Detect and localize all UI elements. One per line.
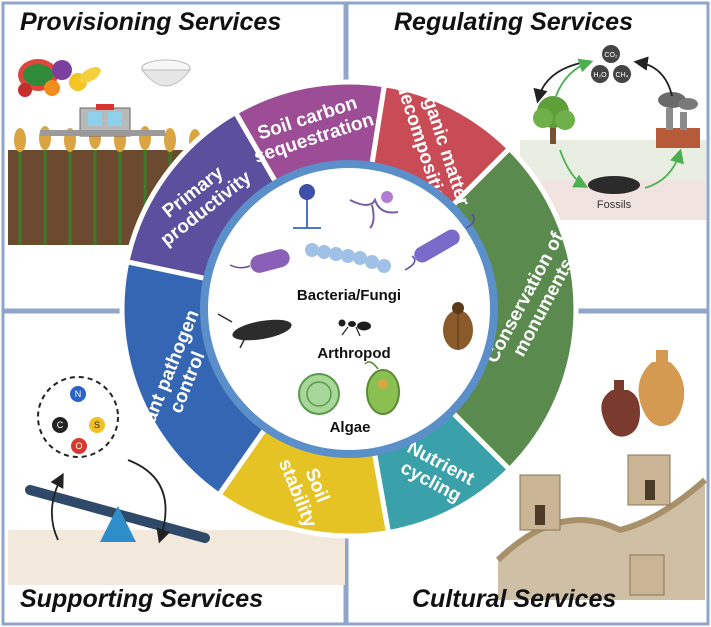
streptococcus-icon	[305, 243, 391, 273]
cultural-illustration	[495, 350, 707, 600]
fruit-basket-icon	[18, 59, 101, 97]
svg-text:CH₄: CH₄	[616, 72, 629, 79]
factory-icon	[656, 92, 700, 148]
beetle-icon	[443, 302, 473, 350]
wall-walkway	[495, 477, 707, 563]
arrow-to-fossils	[559, 149, 589, 188]
atom-o: O	[71, 438, 87, 454]
atom-s: S	[89, 417, 105, 433]
amphora-icon-1	[601, 380, 640, 437]
seesaw-icon	[25, 485, 210, 543]
algae-label: Algae	[330, 419, 371, 436]
fungus-icon	[293, 184, 321, 229]
svg-text:O: O	[75, 441, 82, 451]
seesaw-arrow-down	[127, 459, 171, 544]
green-alga-icon	[364, 361, 400, 415]
cultural-title: Cultural Services	[412, 585, 617, 613]
arrow-tree-uptake	[555, 58, 594, 97]
rice-bowl-icon	[140, 59, 192, 87]
center-disc	[204, 164, 494, 454]
springtail-icon	[217, 313, 292, 349]
watchtower-3	[629, 554, 665, 596]
regulating-title: Regulating Services	[394, 8, 633, 36]
svg-text:H₂O: H₂O	[593, 72, 607, 79]
provisioning-title: Provisioning Services	[20, 8, 282, 36]
element-cluster-ring	[37, 376, 119, 458]
bacterium-icon-2	[404, 213, 475, 271]
seesaw-arrow-up	[50, 472, 64, 541]
ch4-icon: CH₄	[613, 65, 631, 83]
center-organisms: Bacteria/Fungi Arthropod Algae	[217, 184, 475, 436]
co2-icon: CO₂	[602, 45, 620, 63]
tractor-icon	[40, 104, 165, 137]
arthropod-label: Arthropod	[317, 345, 390, 362]
amphora-icon-2	[638, 350, 685, 427]
hyphae-icon	[349, 191, 399, 229]
arrow-from-factory	[633, 56, 673, 97]
tree-icon	[533, 96, 575, 144]
regulating-illustration: CO₂ H₂O CH₄ Fossils	[520, 45, 706, 220]
svg-text:N: N	[75, 389, 82, 399]
diatom-icon	[298, 373, 340, 415]
arrow-fossils-to-factory	[644, 148, 684, 189]
supporting-title: Supporting Services	[20, 585, 264, 613]
svg-text:S: S	[94, 420, 100, 430]
svg-text:CO₂: CO₂	[604, 52, 618, 59]
bacterium-icon-1	[229, 249, 290, 273]
center-disc-border	[200, 160, 498, 458]
ant-icon	[338, 319, 371, 337]
svg-text:C: C	[57, 420, 64, 430]
atom-n: N	[70, 386, 86, 402]
h2o-icon: H₂O	[591, 65, 609, 83]
atom-c: C	[52, 417, 68, 433]
fossils-label: Fossils	[597, 199, 632, 211]
element-atoms: N C S O	[52, 386, 105, 454]
fossil-deposit-icon	[588, 176, 640, 194]
sand-ground	[8, 530, 345, 585]
supporting-illustration: N C S O	[8, 376, 345, 585]
bacteria-fungi-label: Bacteria/Fungi	[297, 287, 401, 304]
